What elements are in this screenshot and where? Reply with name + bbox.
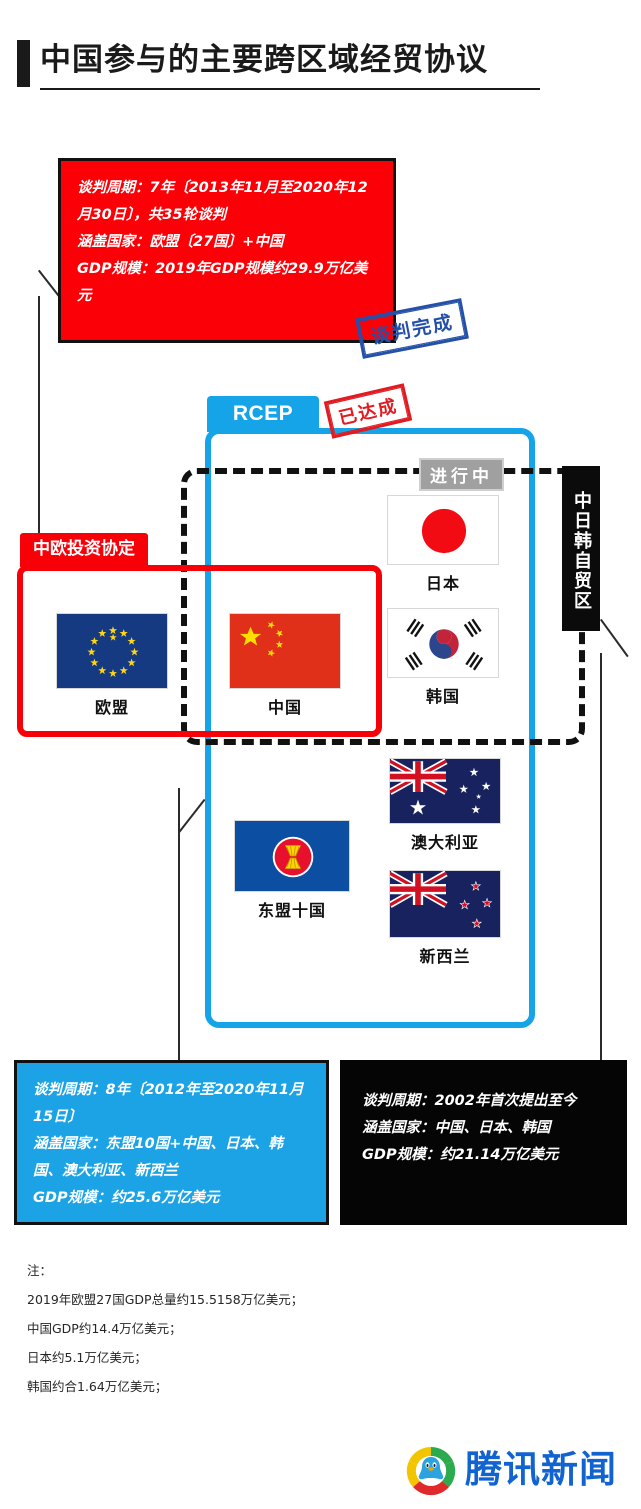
info-line: 谈判周期：2002年首次提出至今 — [362, 1093, 577, 1109]
info-line: GDP规模：约21.14万亿美元 — [362, 1147, 559, 1163]
tencent-news-logo: 腾讯新闻 — [405, 1443, 630, 1499]
flag-label-nz: 新西兰 — [419, 947, 471, 966]
connector-euci-vertical — [38, 296, 40, 534]
title-accent-bar — [17, 40, 30, 87]
info-line: GDP规模：2019年GDP规模约29.9万亿美元 — [77, 261, 368, 304]
flag-cell-asean: 东盟十国 — [234, 820, 350, 921]
stamp-ongoing: 进行中 — [419, 458, 504, 491]
info-line: 涵盖国家：中国、日本、韩国 — [362, 1120, 551, 1136]
footnote-item: 日本约5.1万亿美元； — [27, 1350, 147, 1365]
flag-cell-cn: 中国 — [229, 613, 341, 718]
flag-label-jp: 日本 — [425, 574, 460, 593]
eu-china-investment-tab-label: 中欧投资协定 — [20, 533, 148, 567]
japan-flag-icon — [387, 495, 499, 565]
connector-rcep-vertical — [178, 788, 180, 1060]
tencent-penguin-icon — [405, 1445, 457, 1497]
flag-cell-jp: 日本 — [387, 495, 499, 594]
connector-rcep-diagonal — [178, 798, 206, 833]
footnote-item: 韩国约合1.64万亿美元； — [27, 1379, 168, 1394]
flag-cell-au: 澳大利亚 — [389, 758, 501, 853]
rcep-tab-label: RCEP — [207, 396, 319, 432]
flag-label-au: 澳大利亚 — [410, 833, 479, 852]
eu-flag-icon — [56, 613, 168, 689]
flag-cell-kr: 韩国 — [387, 608, 499, 707]
china-flag-icon — [229, 613, 341, 689]
flag-label-kr: 韩国 — [425, 687, 460, 706]
flag-label-cn: 中国 — [267, 698, 302, 717]
connector-cjk-diagonal — [600, 619, 629, 658]
info-line: GDP规模：约25.6万亿美元 — [33, 1190, 220, 1206]
info-box-eu-china-investment: 谈判周期：7年〔2013年11月至2020年12月30日〕，共35轮谈判 涵盖国… — [58, 158, 396, 343]
footnote-heading: 注： — [27, 1263, 53, 1278]
flag-label-eu: 欧盟 — [94, 698, 129, 717]
info-line: 谈判周期：7年〔2013年11月至2020年12月30日〕，共35轮谈判 — [77, 180, 368, 223]
eu-china-investment-container — [17, 565, 382, 737]
flag-cell-nz: 新西兰 — [389, 870, 501, 967]
new-zealand-flag-icon — [389, 870, 501, 938]
footnotes: 注： 2019年欧盟27国GDP总量约15.5158万亿美元； 中国GDP约14… — [27, 1256, 457, 1401]
flag-label-asean: 东盟十国 — [257, 901, 326, 920]
tencent-news-wordmark: 腾讯新闻 — [465, 1448, 617, 1491]
info-line: 谈判周期：8年〔2012年至2020年11月15日〕 — [33, 1082, 304, 1125]
footnote-item: 2019年欧盟27国GDP总量约15.5158万亿美元； — [27, 1292, 304, 1307]
footnote-item: 中国GDP约14.4万亿美元； — [27, 1321, 182, 1336]
info-box-china-japan-korea: 谈判周期：2002年首次提出至今 涵盖国家：中国、日本、韩国 GDP规模：约21… — [340, 1060, 627, 1225]
info-box-rcep: 谈判周期：8年〔2012年至2020年11月15日〕 涵盖国家：东盟10国+中国… — [14, 1060, 329, 1225]
page-title: 中国参与的主要跨区域经贸协议 — [40, 42, 488, 78]
china-japan-korea-fta-vertical-label: 中日韩自贸区 — [562, 466, 600, 631]
flag-cell-eu: 欧盟 — [56, 613, 168, 718]
title-underline — [40, 88, 540, 90]
page-header: 中国参与的主要跨区域经贸协议 — [0, 34, 641, 104]
connector-cjk-vertical — [600, 653, 602, 1060]
korea-flag-icon — [387, 608, 499, 678]
info-line: 涵盖国家：东盟10国+中国、日本、韩国、澳大利亚、新西兰 — [33, 1136, 283, 1179]
australia-flag-icon — [389, 758, 501, 824]
info-line: 涵盖国家：欧盟〔27国〕+中国 — [77, 234, 284, 250]
asean-flag-icon — [234, 820, 350, 892]
